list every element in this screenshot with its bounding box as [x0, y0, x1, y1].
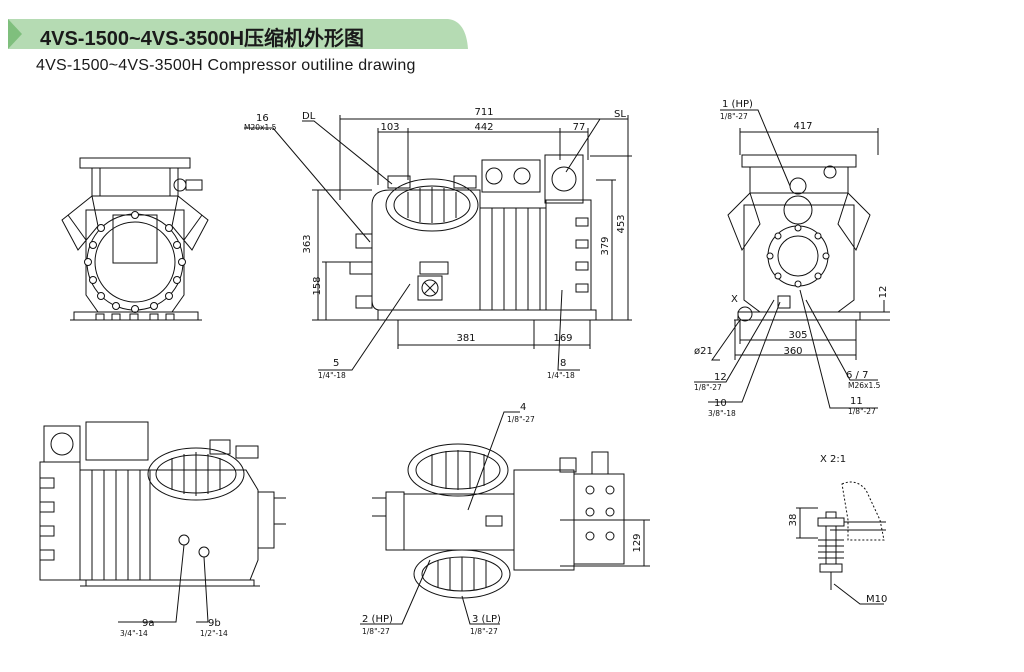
label-12-thread: 1/8"-27 [694, 383, 722, 392]
dim-360: 360 [783, 346, 802, 357]
front-view [244, 115, 632, 371]
label-1-hp: 1 (HP) [722, 99, 753, 110]
side-view-text: 417 305 360 12 1 (HP) 1/8"-27 X ø21 12 1… [694, 99, 889, 418]
dim-442: 442 [474, 122, 493, 133]
front-head-ribs [407, 187, 457, 223]
top-view-text: 129 4 1/8"-27 2 (HP) 1/8"-27 3 (LP) 1/8"… [362, 402, 643, 636]
rear-motor-fins [91, 470, 141, 580]
label-4-thread: 1/8"-27 [507, 415, 535, 424]
detail-view-text: X 2:1 38 M10 [788, 454, 887, 605]
label-dl: DL [302, 111, 316, 122]
page-subtitle: 4VS-1500~4VS-3500H Compressor outiline d… [36, 57, 416, 74]
label-9b: 9b [208, 618, 221, 629]
dim-417: 417 [793, 121, 812, 132]
label-10-thread: 3/8"-18 [708, 409, 736, 418]
motor-fins [491, 208, 541, 310]
side-view-right [694, 109, 890, 409]
dim-453: 453 [616, 214, 627, 233]
dim-363: 363 [302, 234, 313, 253]
dim-158: 158 [312, 276, 323, 295]
dim-129: 129 [632, 533, 643, 552]
dim-12: 12 [878, 286, 889, 299]
label-sl: SL [614, 109, 626, 120]
dim-103: 103 [380, 122, 399, 133]
banner-background [8, 19, 468, 49]
label-5-thread: 1/4"-18 [318, 371, 346, 380]
label-10: 10 [714, 398, 727, 409]
dim-38: 38 [788, 514, 799, 527]
label-8-thread: 1/4"-18 [547, 371, 575, 380]
front-view-dimension-text: 711 103 442 77 363 158 379 453 381 169 1… [244, 107, 627, 380]
label-m10: M10 [866, 594, 887, 605]
label-3-thread: 1/8"-27 [470, 627, 498, 636]
label-9b-thread: 1/2"-14 [200, 629, 228, 638]
detail-scale-label: X 2:1 [820, 454, 846, 465]
dim-169: 169 [553, 333, 572, 344]
label-16: 16 [256, 113, 269, 124]
label-5: 5 [333, 358, 339, 369]
dim-381: 381 [456, 333, 475, 344]
label-8: 8 [560, 358, 566, 369]
detail-view-x [796, 481, 886, 605]
top-view [360, 411, 650, 625]
label-3-lp: 3 (LP) [472, 614, 501, 625]
label-6-7-thread: M26x1.5 [848, 381, 881, 390]
label-d21: ø21 [694, 346, 713, 357]
label-2-hp: 2 (HP) [362, 614, 393, 625]
title-banner: 4VS-1500~4VS-3500H压缩机外形图 [8, 19, 468, 50]
rear-view [39, 421, 286, 623]
page-title: 4VS-1500~4VS-3500H压缩机外形图 [40, 28, 365, 50]
label-11: 11 [850, 396, 863, 407]
dim-711: 711 [474, 107, 493, 118]
end-view-flange-bolts [84, 211, 186, 313]
side-flange-bolts [766, 224, 830, 288]
label-1-thread: 1/8"-27 [720, 112, 748, 121]
dim-77: 77 [573, 122, 586, 133]
label-16-thread: M20x1.5 [244, 123, 277, 132]
label-6-7: 6 / 7 [846, 370, 868, 381]
label-11-thread: 1/8"-27 [848, 407, 876, 416]
label-4: 4 [520, 402, 526, 413]
dim-379: 379 [600, 236, 611, 255]
end-view-left [61, 157, 209, 321]
label-x: X [731, 294, 738, 305]
label-2-thread: 1/8"-27 [362, 627, 390, 636]
label-12: 12 [714, 372, 727, 383]
dim-305: 305 [788, 330, 807, 341]
label-9a-thread: 3/4"-14 [120, 629, 148, 638]
rear-view-text: 9a 3/4"-14 9b 1/2"-14 [120, 618, 228, 638]
label-9a: 9a [142, 618, 155, 629]
